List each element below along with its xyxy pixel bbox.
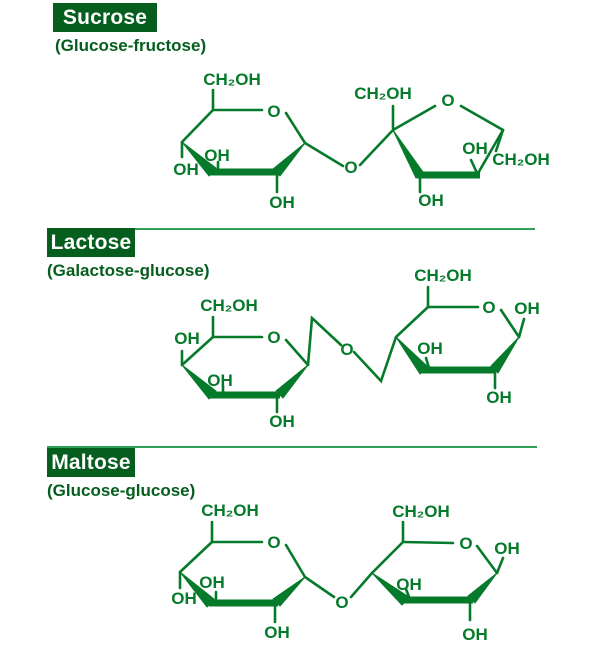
lactose-glycosidic-bond bbox=[306, 315, 398, 384]
maltose-right-glucose-bottom-oh-label: OH bbox=[462, 625, 488, 644]
maltose-left-glucose-left-oh-label: OH bbox=[171, 589, 197, 608]
wedge-bond bbox=[181, 141, 217, 177]
sucrose-glucose-ring-o-label: O bbox=[267, 102, 280, 121]
bond bbox=[370, 540, 405, 575]
lactose-structure: CH₂OH OH O OH OH O CH₂OH O OH OH OH bbox=[174, 266, 540, 431]
lactose-galactose-ring bbox=[180, 315, 310, 414]
bond bbox=[394, 305, 430, 339]
lactose-glucose-ch2oh-label: CH₂OH bbox=[414, 266, 472, 285]
sucrose-glycosidic-o-label: O bbox=[344, 158, 357, 177]
sucrose-fructose-ring-o-label: O bbox=[441, 91, 454, 110]
sucrose-structure: CH₂OH O OH OH OH O CH₂OH O OH CH₂OH OH bbox=[173, 70, 550, 212]
bond bbox=[306, 315, 343, 367]
sucrose-header: Sucrose bbox=[53, 3, 157, 32]
bond bbox=[303, 141, 345, 168]
sucrose-glucose-ch2oh-label: CH₂OH bbox=[203, 70, 261, 89]
sucrose-glycosidic-bond bbox=[303, 128, 395, 168]
maltose-left-glucose-ch2oh-label: CH₂OH bbox=[201, 501, 259, 520]
lactose-glycosidic-o-label: O bbox=[340, 340, 353, 359]
wedge-bond bbox=[275, 364, 309, 399]
bond bbox=[499, 308, 521, 339]
bond bbox=[495, 556, 505, 575]
maltose-structure: CH₂OH O OH OH OH O CH₂OH O OH OH OH bbox=[171, 501, 520, 644]
bond bbox=[475, 544, 499, 575]
sucrose-glucose-inner-oh-label: OH bbox=[204, 146, 230, 165]
sucrose-fructose-inner-oh-label: OH bbox=[462, 139, 488, 158]
bond bbox=[352, 335, 398, 384]
bond bbox=[284, 111, 307, 145]
wedge-bond bbox=[179, 571, 215, 608]
bond bbox=[401, 540, 455, 545]
maltose-right-glucose-anomeric-oh-label: OH bbox=[494, 539, 520, 558]
bond bbox=[424, 356, 431, 370]
maltose-divider-line bbox=[47, 446, 537, 448]
maltose-glycosidic-o-label: O bbox=[335, 593, 348, 612]
wedge-bond bbox=[181, 364, 217, 400]
sucrose-fructose-bottom-oh-label: OH bbox=[418, 191, 444, 210]
sucrose-subtitle: (Glucose-fructose) bbox=[55, 36, 207, 55]
sucrose-fructose-ring bbox=[391, 104, 505, 194]
lactose-header: Lactose bbox=[47, 228, 135, 257]
maltose-left-glucose-ring-o-label: O bbox=[267, 533, 280, 552]
bond bbox=[494, 128, 505, 153]
bond bbox=[284, 338, 310, 367]
wedge-bond bbox=[490, 336, 520, 374]
maltose-glycosidic-bond bbox=[303, 571, 374, 599]
lactose-divider-line bbox=[47, 228, 535, 230]
maltose-left-glucose-bottom-oh-label: OH bbox=[264, 623, 290, 642]
lactose-glucose-anomeric-oh-label: OH bbox=[514, 299, 540, 318]
bond bbox=[284, 543, 307, 579]
bond bbox=[404, 587, 411, 599]
bond bbox=[303, 575, 336, 599]
lactose-galactose-ch2oh-label: CH₂OH bbox=[200, 296, 258, 315]
lactose-galactose-bottom-oh-label: OH bbox=[269, 412, 295, 431]
maltose-left-glucose-ring bbox=[178, 520, 307, 624]
bond bbox=[475, 128, 505, 177]
lactose-subtitle: (Galactose-glucose) bbox=[47, 261, 210, 280]
bond bbox=[517, 317, 526, 339]
lactose-glucose-ring bbox=[394, 285, 526, 390]
bond bbox=[469, 158, 479, 175]
wedge-bond bbox=[371, 572, 410, 606]
lactose-galactose-ring-o-label: O bbox=[267, 328, 280, 347]
sucrose-glucose-ring bbox=[180, 88, 307, 194]
lactose-galactose-upper-oh-label: OH bbox=[174, 329, 200, 348]
wedge-bond bbox=[395, 336, 428, 375]
lactose-glucose-bottom-oh-label: OH bbox=[486, 388, 512, 407]
maltose-right-glucose-inner-oh-label: OH bbox=[396, 575, 422, 594]
maltose-header: Maltose bbox=[47, 448, 135, 477]
lactose-glucose-inner-oh-label: OH bbox=[417, 339, 443, 358]
bond bbox=[349, 571, 374, 599]
bond bbox=[180, 108, 215, 144]
sucrose-glucose-bottom-oh-label: OH bbox=[269, 193, 295, 212]
maltose-right-glucose-ring bbox=[370, 520, 505, 622]
wedge-bond bbox=[272, 576, 306, 607]
bond bbox=[391, 104, 437, 132]
sucrose-fructose-ch2oh-right-label: CH₂OH bbox=[492, 150, 550, 169]
maltose-subtitle: (Glucose-glucose) bbox=[47, 481, 196, 500]
lactose-glucose-ring-o-label: O bbox=[482, 298, 495, 317]
maltose-right-glucose-ring-o-label: O bbox=[459, 534, 472, 553]
maltose-left-glucose-inner-oh-label: OH bbox=[199, 573, 225, 592]
sucrose-glucose-left-oh-label: OH bbox=[173, 160, 199, 179]
wedge-bond bbox=[467, 572, 498, 604]
lactose-galactose-inner-oh-label: OH bbox=[207, 371, 233, 390]
bond bbox=[178, 540, 214, 574]
bond bbox=[358, 128, 395, 167]
bond bbox=[459, 104, 505, 132]
wedge-bond bbox=[392, 129, 424, 179]
maltose-right-glucose-ch2oh-label: CH₂OH bbox=[392, 502, 450, 521]
sucrose-fructose-ch2oh-top-label: CH₂OH bbox=[354, 84, 412, 103]
bond bbox=[180, 335, 215, 367]
